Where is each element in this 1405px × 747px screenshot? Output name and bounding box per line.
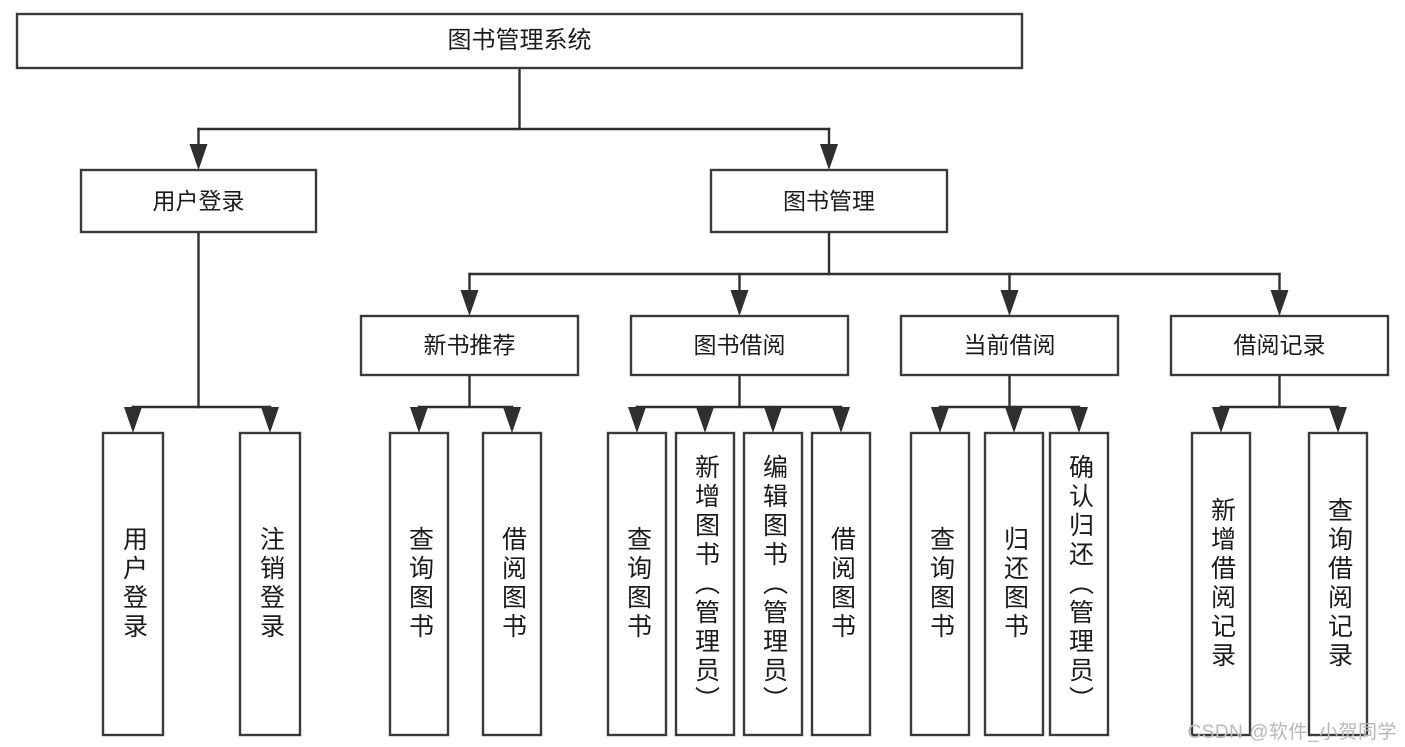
edges-layer — [124, 66, 1347, 433]
level2-box — [709, 168, 949, 234]
leaf-box — [481, 431, 543, 737]
level3-box — [1169, 314, 1390, 377]
level3-box — [629, 314, 850, 377]
arrow-head-icon — [764, 407, 782, 433]
arrow-head-icon — [1070, 407, 1088, 433]
arrow-head-icon — [730, 290, 749, 316]
arrow-head-icon — [820, 144, 838, 170]
arrow-head-icon — [832, 407, 850, 433]
leaf-box — [388, 431, 450, 737]
arrow-head-icon — [124, 407, 142, 433]
arrow-head-icon — [628, 407, 646, 433]
leaf-box — [101, 431, 165, 737]
root-box — [15, 12, 1024, 70]
arrow-head-icon — [696, 407, 714, 433]
level3-box — [899, 314, 1120, 377]
arrow-head-icon — [1212, 407, 1230, 433]
arrow-head-icon — [1329, 407, 1347, 433]
leaf-box — [810, 431, 872, 737]
leaf-box — [742, 431, 804, 737]
level3-box — [359, 314, 580, 377]
leaf-box — [1048, 431, 1110, 737]
leaf-box — [238, 431, 302, 737]
leaf-box — [983, 431, 1045, 737]
leaf-box — [909, 431, 971, 737]
arrow-head-icon — [503, 407, 521, 433]
arrow-head-icon — [1000, 290, 1019, 316]
arrow-head-icon — [460, 290, 479, 316]
arrow-head-icon — [410, 407, 428, 433]
arrow-head-icon — [1005, 407, 1023, 433]
level2-box — [79, 168, 318, 234]
arrow-head-icon — [1270, 290, 1289, 316]
arrow-head-icon — [931, 407, 949, 433]
leaf-box — [1190, 431, 1252, 737]
arrow-head-icon — [261, 407, 279, 433]
leaf-box — [674, 431, 736, 737]
arrow-head-icon — [189, 144, 208, 170]
boxes-layer — [15, 12, 1390, 737]
leaf-box — [1307, 431, 1369, 737]
leaf-box — [606, 431, 668, 737]
